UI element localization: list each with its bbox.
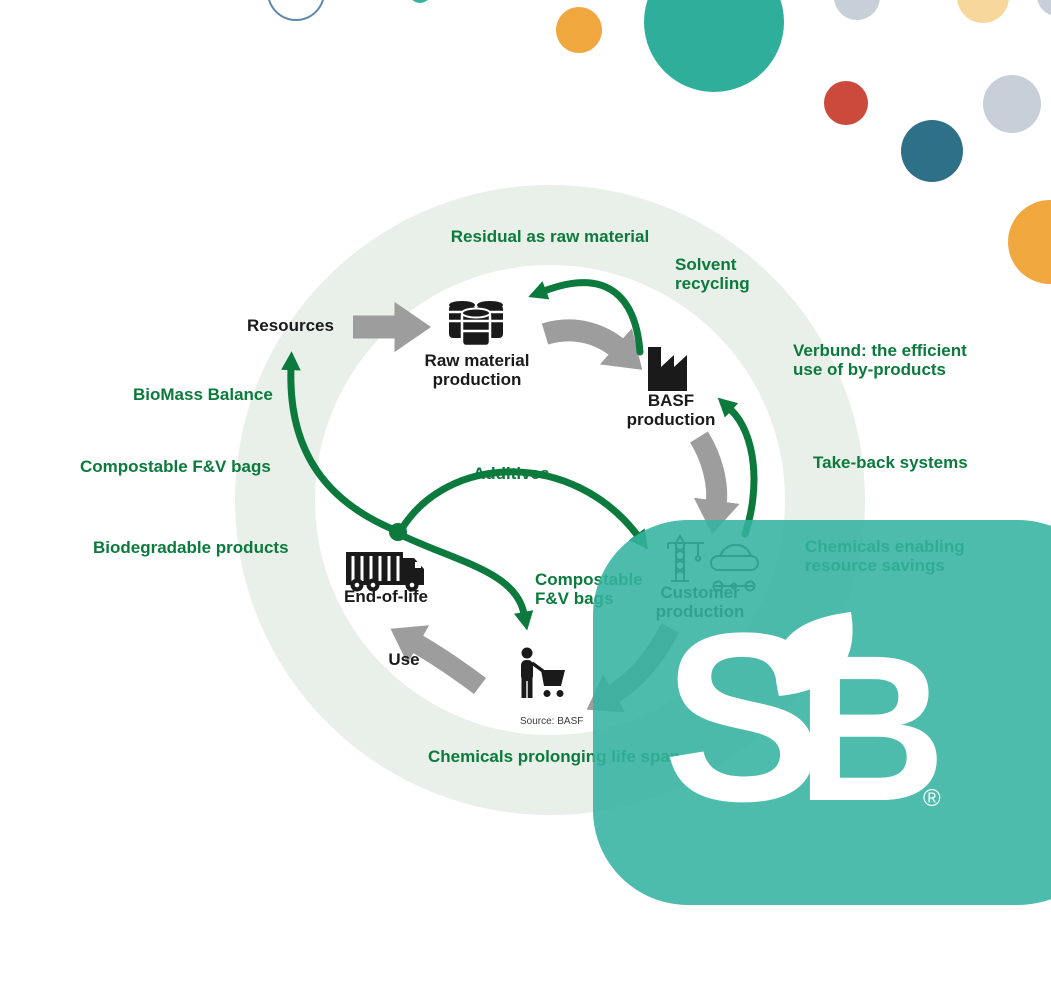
- label-source: Source: BASF: [520, 716, 584, 727]
- decorative-pale-yellow-circle: [957, 0, 1009, 23]
- label-additives: Additives: [473, 464, 550, 483]
- garbage-truck-icon: [346, 552, 424, 592]
- arrow-additives: [397, 468, 649, 550]
- decorative-red-circle: [824, 81, 868, 125]
- sb-overlay-card: S B ®: [593, 520, 1051, 905]
- label-biomass-balance: BioMass Balance: [133, 385, 273, 404]
- recycling-arrows: [281, 279, 758, 631]
- label-take-back-systems: Take-back systems: [813, 453, 968, 472]
- decorative-steel-blue-circle: [901, 120, 963, 182]
- shopper-with-cart-icon: [521, 647, 565, 698]
- label-compostable-bags-left: Compostable F&V bags: [80, 457, 271, 476]
- label-use: Use: [388, 650, 420, 669]
- logo-letter-s: S: [663, 583, 823, 851]
- arrow-use-to-endoflife: [390, 625, 486, 695]
- arrow-junction-dot: [389, 523, 407, 541]
- leaf-icon: [775, 612, 853, 696]
- logo-registered-mark: ®: [923, 785, 941, 812]
- arrow-basf-to-customer: [689, 431, 740, 535]
- decorative-orange-circle-top: [556, 7, 602, 53]
- arrow-biomass-balance: [281, 351, 401, 535]
- label-end-of-life: End-of-life: [343, 587, 429, 606]
- label-resources: Resources: [247, 316, 334, 335]
- label-solvent-recycling: Solvent recycling: [675, 255, 750, 293]
- arrow-take-back: [717, 397, 758, 538]
- decorative-gray-circle-right: [983, 75, 1041, 133]
- barrels-icon: [449, 301, 503, 348]
- factory-icon: [648, 347, 687, 391]
- label-verbund: Verbund: the efficient use of by-product…: [793, 341, 967, 379]
- label-residual-as-raw-material: Residual as raw material: [450, 227, 650, 246]
- arrow-compostable-bags: [397, 531, 534, 631]
- label-basf-production: BASF production: [626, 391, 716, 429]
- arrow-rawmaterial-to-basf: [541, 319, 643, 370]
- decorative-teal-dot-small: [409, 0, 431, 3]
- sb-logo: S B ®: [663, 583, 946, 851]
- arrow-solvent-recycling: [528, 279, 644, 356]
- label-raw-material-production: Raw material production: [424, 351, 530, 389]
- label-biodegradable-products: Biodegradable products: [93, 538, 289, 557]
- decorative-gray-circle-top: [834, 0, 880, 20]
